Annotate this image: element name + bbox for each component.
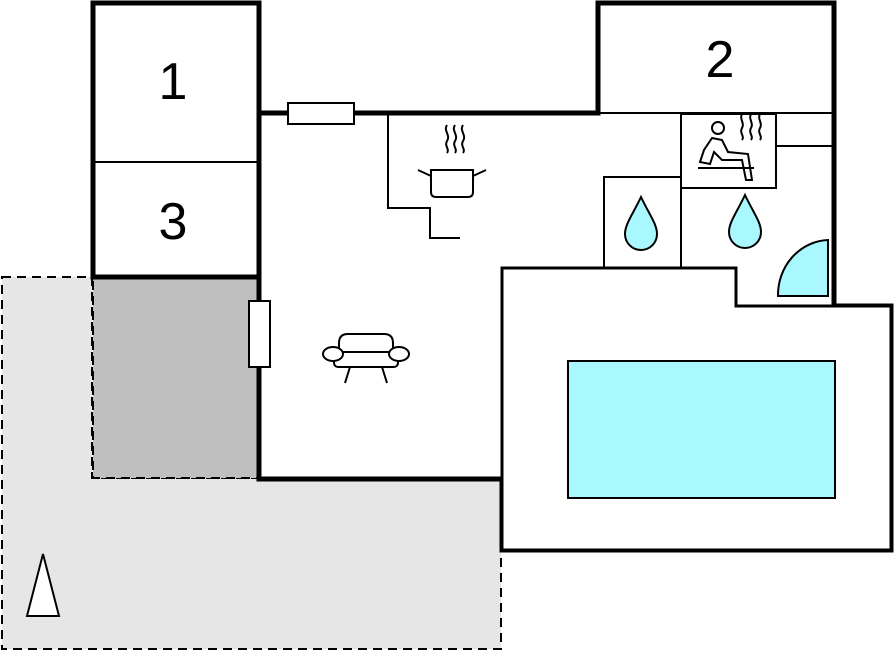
covered-terrace-area xyxy=(92,277,260,479)
window-icon xyxy=(287,102,355,125)
shower-drop-icon xyxy=(623,194,659,251)
room-3 xyxy=(93,162,259,276)
swimming-pool xyxy=(567,360,836,499)
kitchen-pot-icon xyxy=(417,124,487,198)
sauna-icon xyxy=(698,113,762,181)
shower-cabin-icon xyxy=(776,238,829,297)
room-1-label: 1 xyxy=(159,53,188,111)
left-block-walls xyxy=(90,0,262,280)
kitchen-counter xyxy=(387,115,460,239)
window-icon xyxy=(248,300,271,368)
room-3-label: 3 xyxy=(159,193,188,251)
bathroom-drop-icon xyxy=(727,192,763,249)
north-arrow-icon xyxy=(25,553,61,617)
sofa-icon xyxy=(322,333,410,384)
room-1 xyxy=(93,3,259,162)
room-2-label: 2 xyxy=(706,31,735,89)
